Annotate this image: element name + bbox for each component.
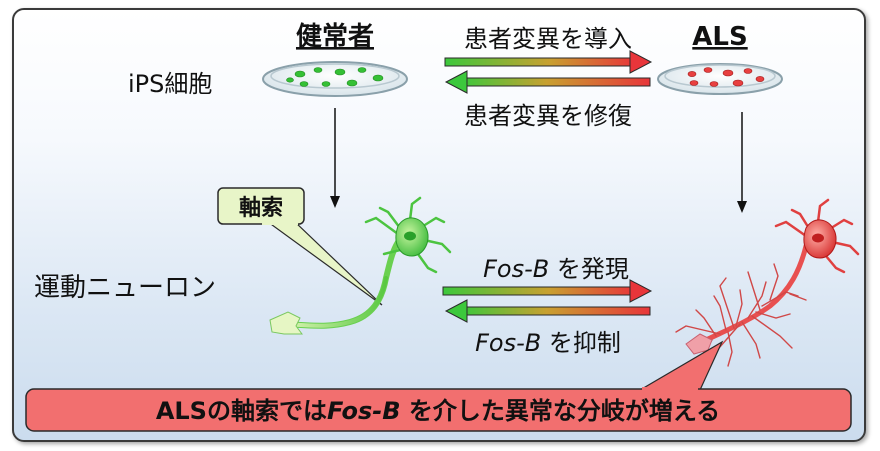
conclusion-prefix: ALSの軸索では <box>156 397 327 425</box>
als-neuron-icon <box>675 198 860 369</box>
motor-neuron-label: 運動ニューロン <box>34 273 216 303</box>
express-gene-name: Fos-B <box>483 255 549 283</box>
suppress-suffix: を抑制 <box>541 329 621 357</box>
axon-callout: 軸索 <box>217 187 383 306</box>
repair-mutation-label: 患者変異を修復 <box>464 102 632 130</box>
conclusion-banner: ALSの軸索ではFos-B を介した異常な分岐が増える <box>25 340 852 432</box>
healthy-differentiation-arrow <box>330 108 340 208</box>
ips-cell-label: iPS細胞 <box>128 70 212 98</box>
als-differentiation-arrow <box>737 112 747 213</box>
introduce-arrow <box>444 50 653 74</box>
repair-arrow <box>444 70 651 94</box>
healthy-neuron-icon <box>269 196 452 335</box>
als-header: ALS <box>692 22 747 52</box>
express-fosb-label: Fos-B を発現 <box>483 255 629 283</box>
introduce-mutation-label: 患者変異を導入 <box>464 25 632 53</box>
express-suffix: を発現 <box>549 255 629 283</box>
conclusion-suffix: を介した異常な分岐が増える <box>401 397 721 425</box>
suppress-arrow <box>444 299 651 323</box>
suppress-gene-name: Fos-B <box>475 329 541 357</box>
suppress-fosb-label: Fos-B を抑制 <box>475 329 621 357</box>
axon-callout-label: 軸索 <box>239 195 283 221</box>
conclusion-text: ALSの軸索ではFos-B を介した異常な分岐が増える <box>156 397 720 425</box>
als-ips-dish-icon <box>657 63 783 95</box>
express-arrow <box>442 279 653 303</box>
conclusion-gene: Fos-B <box>327 397 401 425</box>
healthy-header: 健常者 <box>296 22 374 52</box>
healthy-ips-dish-icon <box>262 61 408 97</box>
